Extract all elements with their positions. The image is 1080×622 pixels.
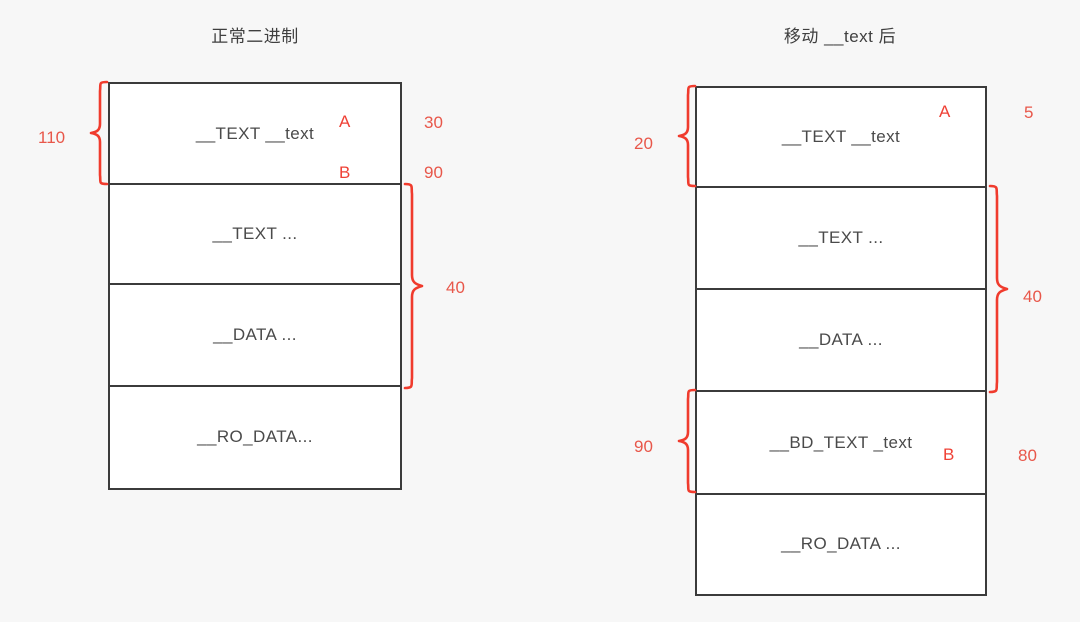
panel-title-left: 正常二进制 — [211, 27, 299, 46]
memory-segment-label: __TEXT ... — [212, 224, 298, 243]
memory-segment-label: __DATA ... — [799, 330, 883, 349]
offset-marker-a-right: A — [939, 102, 951, 121]
memory-segment: __DATA ... — [110, 283, 400, 385]
memory-segment-label: __DATA ... — [213, 325, 297, 344]
brace-value-110-left: 110 — [38, 128, 66, 147]
memory-segment: __TEXT __text — [110, 84, 400, 183]
offset-value-a-right: 5 — [1024, 103, 1034, 122]
memory-stack-left: __TEXT __text __TEXT ... __DATA ... __RO… — [108, 82, 402, 490]
memory-segment: __DATA ... — [697, 288, 985, 390]
memory-segment-label: __RO_DATA ... — [781, 534, 901, 553]
memory-segment-label: __TEXT __text — [195, 123, 315, 143]
brace-left-110 — [89, 80, 109, 186]
brace-left-90-right — [677, 388, 697, 494]
memory-segment: __TEXT ... — [110, 183, 400, 283]
brace-value-20-right: 20 — [634, 134, 653, 153]
memory-segment: __TEXT __text — [697, 88, 985, 186]
memory-segment: __RO_DATA... — [110, 385, 400, 487]
brace-right-40-left — [403, 182, 424, 390]
memory-segment-label: __TEXT __text — [781, 127, 901, 146]
panel-title-right: 移动 __text 后 — [783, 27, 897, 46]
brace-right-40-right — [988, 184, 1009, 394]
memory-segment: __BD_TEXT _text — [697, 390, 985, 493]
offset-marker-b-right: B — [943, 445, 955, 464]
brace-value-40-right: 40 — [1023, 287, 1042, 306]
offset-value-b-right: 80 — [1018, 446, 1037, 465]
memory-segment-label: __RO_DATA... — [197, 427, 313, 446]
brace-left-20-right — [677, 84, 697, 188]
offset-value-a-left: 30 — [424, 113, 443, 132]
memory-segment-label: __TEXT ... — [798, 228, 884, 247]
brace-value-40-left: 40 — [446, 278, 465, 297]
offset-marker-a-left: A — [339, 112, 351, 131]
offset-marker-b-left: B — [339, 163, 351, 182]
offset-value-b-left: 90 — [424, 163, 443, 182]
memory-segment-label: __BD_TEXT _text — [769, 432, 913, 452]
memory-segment: __RO_DATA ... — [697, 493, 985, 593]
brace-value-90-right: 90 — [634, 437, 653, 456]
memory-segment: __TEXT ... — [697, 186, 985, 288]
memory-stack-right: __TEXT __text __TEXT ... __DATA ... __BD… — [695, 86, 987, 596]
